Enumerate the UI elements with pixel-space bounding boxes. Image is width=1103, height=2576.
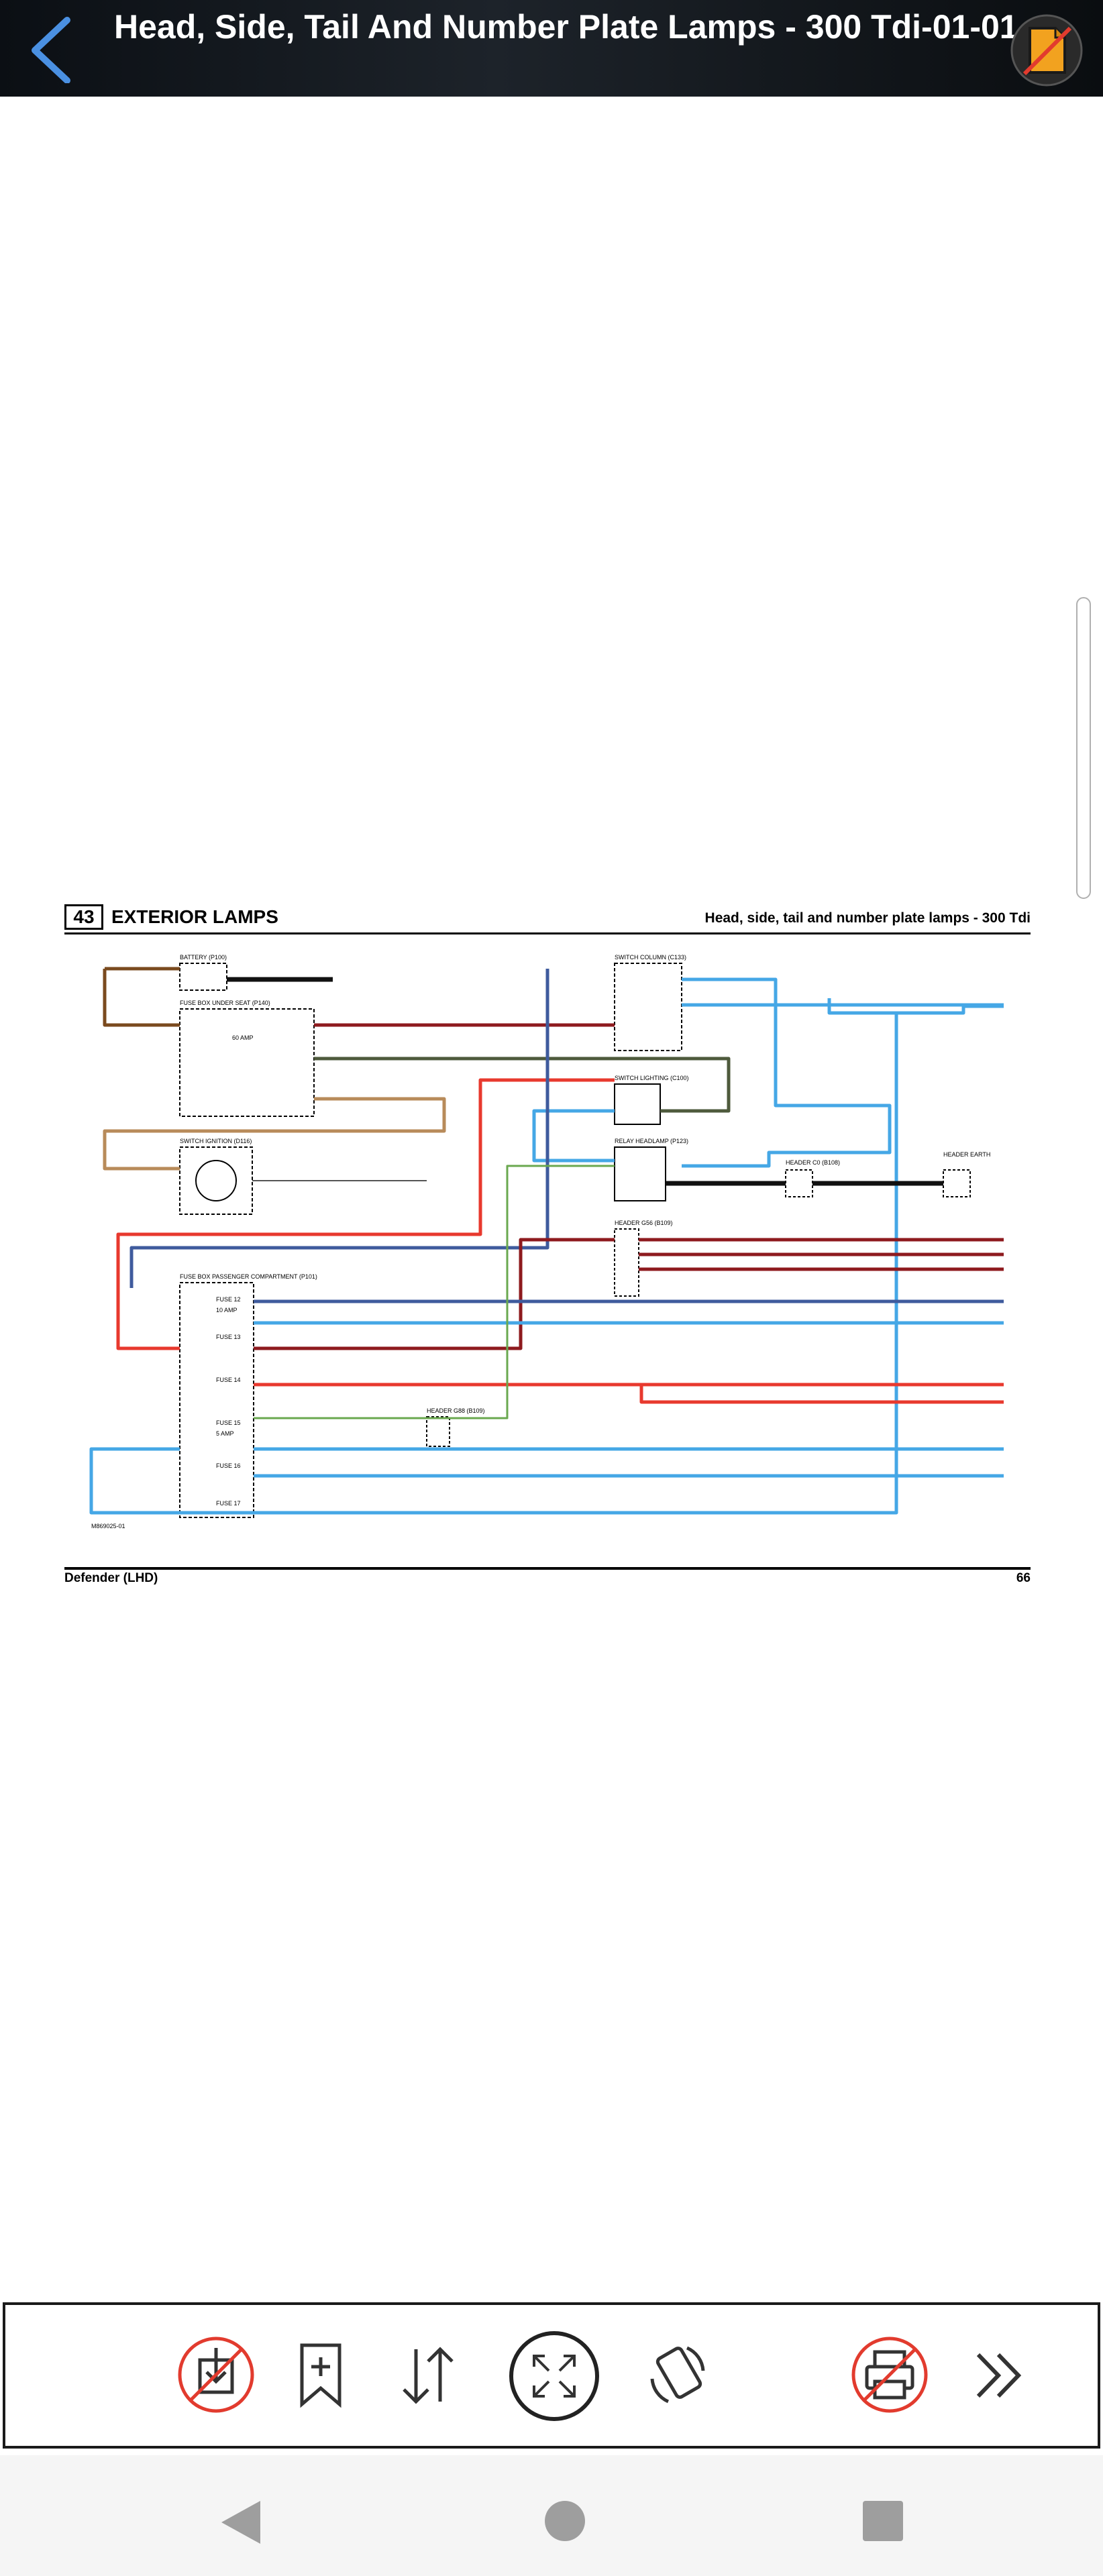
fuse-amp-label: 5 AMP — [216, 1430, 234, 1437]
nav-home-button[interactable] — [542, 2498, 588, 2544]
bookmark-add-icon — [300, 2343, 342, 2408]
wire-red — [116, 1078, 615, 1350]
fuse-label: FUSE 17 — [216, 1500, 241, 1507]
fusebox-under-seat-label: FUSE BOX UNDER SEAT (P140) — [180, 1000, 270, 1006]
footer-rule — [64, 1567, 1031, 1570]
fusebox-under-seat-box — [179, 1008, 315, 1117]
fuse-amp-label: 60 AMP — [232, 1034, 254, 1041]
fullscreen-button[interactable] — [507, 2329, 601, 2423]
print-disabled-icon — [851, 2337, 928, 2413]
download-disabled-icon — [178, 2337, 254, 2413]
fuse-label: FUSE 15 — [216, 1419, 241, 1426]
switch-lighting-box — [614, 1083, 661, 1125]
system-navbar — [0, 2455, 1103, 2576]
switch-lighting-label: SWITCH LIGHTING (C100) — [615, 1075, 689, 1081]
switch-column-label: SWITCH COLUMN (C133) — [615, 954, 686, 961]
switch-ignition-box — [179, 1146, 253, 1215]
double-chevron-right-icon — [976, 2353, 1022, 2398]
manual-page: 43 EXTERIOR LAMPS Head, side, tail and n… — [64, 902, 1031, 1589]
diagram-code: M869025-01 — [91, 1523, 125, 1529]
wire-blue-loop — [89, 1013, 898, 1515]
header-rule — [64, 932, 1031, 934]
sort-arrows-icon — [403, 2347, 454, 2404]
footer-model: Defender (LHD) — [64, 1571, 158, 1585]
wire-darkred-fuse — [254, 1238, 615, 1350]
switch-column-box — [614, 963, 682, 1051]
section-subtitle: Head, side, tail and number plate lamps … — [704, 910, 1031, 926]
wire-green — [254, 1165, 615, 1419]
fuse-label: FUSE 16 — [216, 1462, 241, 1469]
add-bookmark-button[interactable] — [287, 2340, 354, 2410]
section-number: 43 — [64, 904, 103, 930]
wire-darkred-out — [639, 1238, 1004, 1271]
header-g88-label: HEADER G88 (B109) — [427, 1407, 485, 1414]
nav-recents-button[interactable] — [861, 2500, 904, 2542]
relay-headlamp-box — [614, 1146, 666, 1201]
wire-navy — [129, 969, 549, 1288]
section-header: 43 EXTERIOR LAMPS Head, side, tail and n… — [64, 902, 1031, 932]
fusebox-passenger-label: FUSE BOX PASSENGER COMPARTMENT (P101) — [180, 1273, 317, 1280]
document-button[interactable] — [1010, 13, 1084, 87]
page-title: Head, Side, Tail And Number Plate Lamps … — [114, 8, 1018, 46]
fuse-label: FUSE 14 — [216, 1377, 241, 1383]
wire-red-out — [254, 1383, 1004, 1404]
header-c0-box — [785, 1169, 813, 1197]
rotate-icon — [650, 2346, 705, 2404]
fusebox-passenger-box — [179, 1282, 254, 1518]
relay-headlamp-label: RELAY HEADLAMP (P123) — [615, 1138, 688, 1144]
chevron-left-icon — [32, 17, 70, 84]
fuse-label: FUSE 13 — [216, 1334, 241, 1340]
header-c0-label: HEADER C0 (B108) — [786, 1159, 840, 1166]
more-button[interactable] — [969, 2345, 1029, 2406]
header-g56-box — [614, 1228, 639, 1297]
ignition-icon — [195, 1160, 237, 1201]
nav-back-button[interactable] — [215, 2496, 268, 2549]
rotate-button[interactable] — [641, 2339, 714, 2411]
page-number: 66 — [1016, 1571, 1031, 1585]
back-button[interactable] — [20, 13, 87, 84]
wiring-diagram: BATTERY (P100) FUSE BOX UNDER SEAT (P140… — [89, 954, 1004, 1529]
section-title: EXTERIOR LAMPS — [111, 906, 278, 927]
battery-label: BATTERY (P100) — [180, 954, 227, 961]
header-earth-label: HEADER EARTH — [943, 1151, 990, 1158]
bottom-toolbar — [3, 2302, 1100, 2449]
header-g56-label: HEADER G56 (B109) — [615, 1220, 673, 1226]
expand-arrows-icon — [509, 2331, 599, 2421]
wire-tan — [103, 1097, 446, 1171]
app-header: Head, Side, Tail And Number Plate Lamps … — [0, 0, 1103, 97]
vertical-scrollbar[interactable] — [1076, 597, 1091, 899]
download-disabled-button[interactable] — [176, 2334, 256, 2415]
print-disabled-button[interactable] — [849, 2334, 930, 2415]
triangle-back-icon — [221, 2501, 260, 2544]
fuse-amp-label: 10 AMP — [216, 1307, 238, 1313]
header-earth-box — [943, 1169, 971, 1197]
fuse-label: FUSE 12 — [216, 1296, 241, 1303]
document-disabled-icon — [1010, 14, 1083, 87]
battery-box — [179, 963, 227, 991]
wire-brown — [103, 969, 180, 1027]
circle-home-icon — [545, 2501, 585, 2541]
sort-button[interactable] — [393, 2340, 463, 2410]
wire-olive — [314, 1057, 731, 1113]
header-g88-box — [426, 1416, 450, 1447]
wire-blue-switch — [532, 1109, 615, 1163]
square-recents-icon — [863, 2501, 903, 2541]
wire-blue-top — [682, 977, 892, 1168]
switch-ignition-label: SWITCH IGNITION (D116) — [180, 1138, 252, 1144]
